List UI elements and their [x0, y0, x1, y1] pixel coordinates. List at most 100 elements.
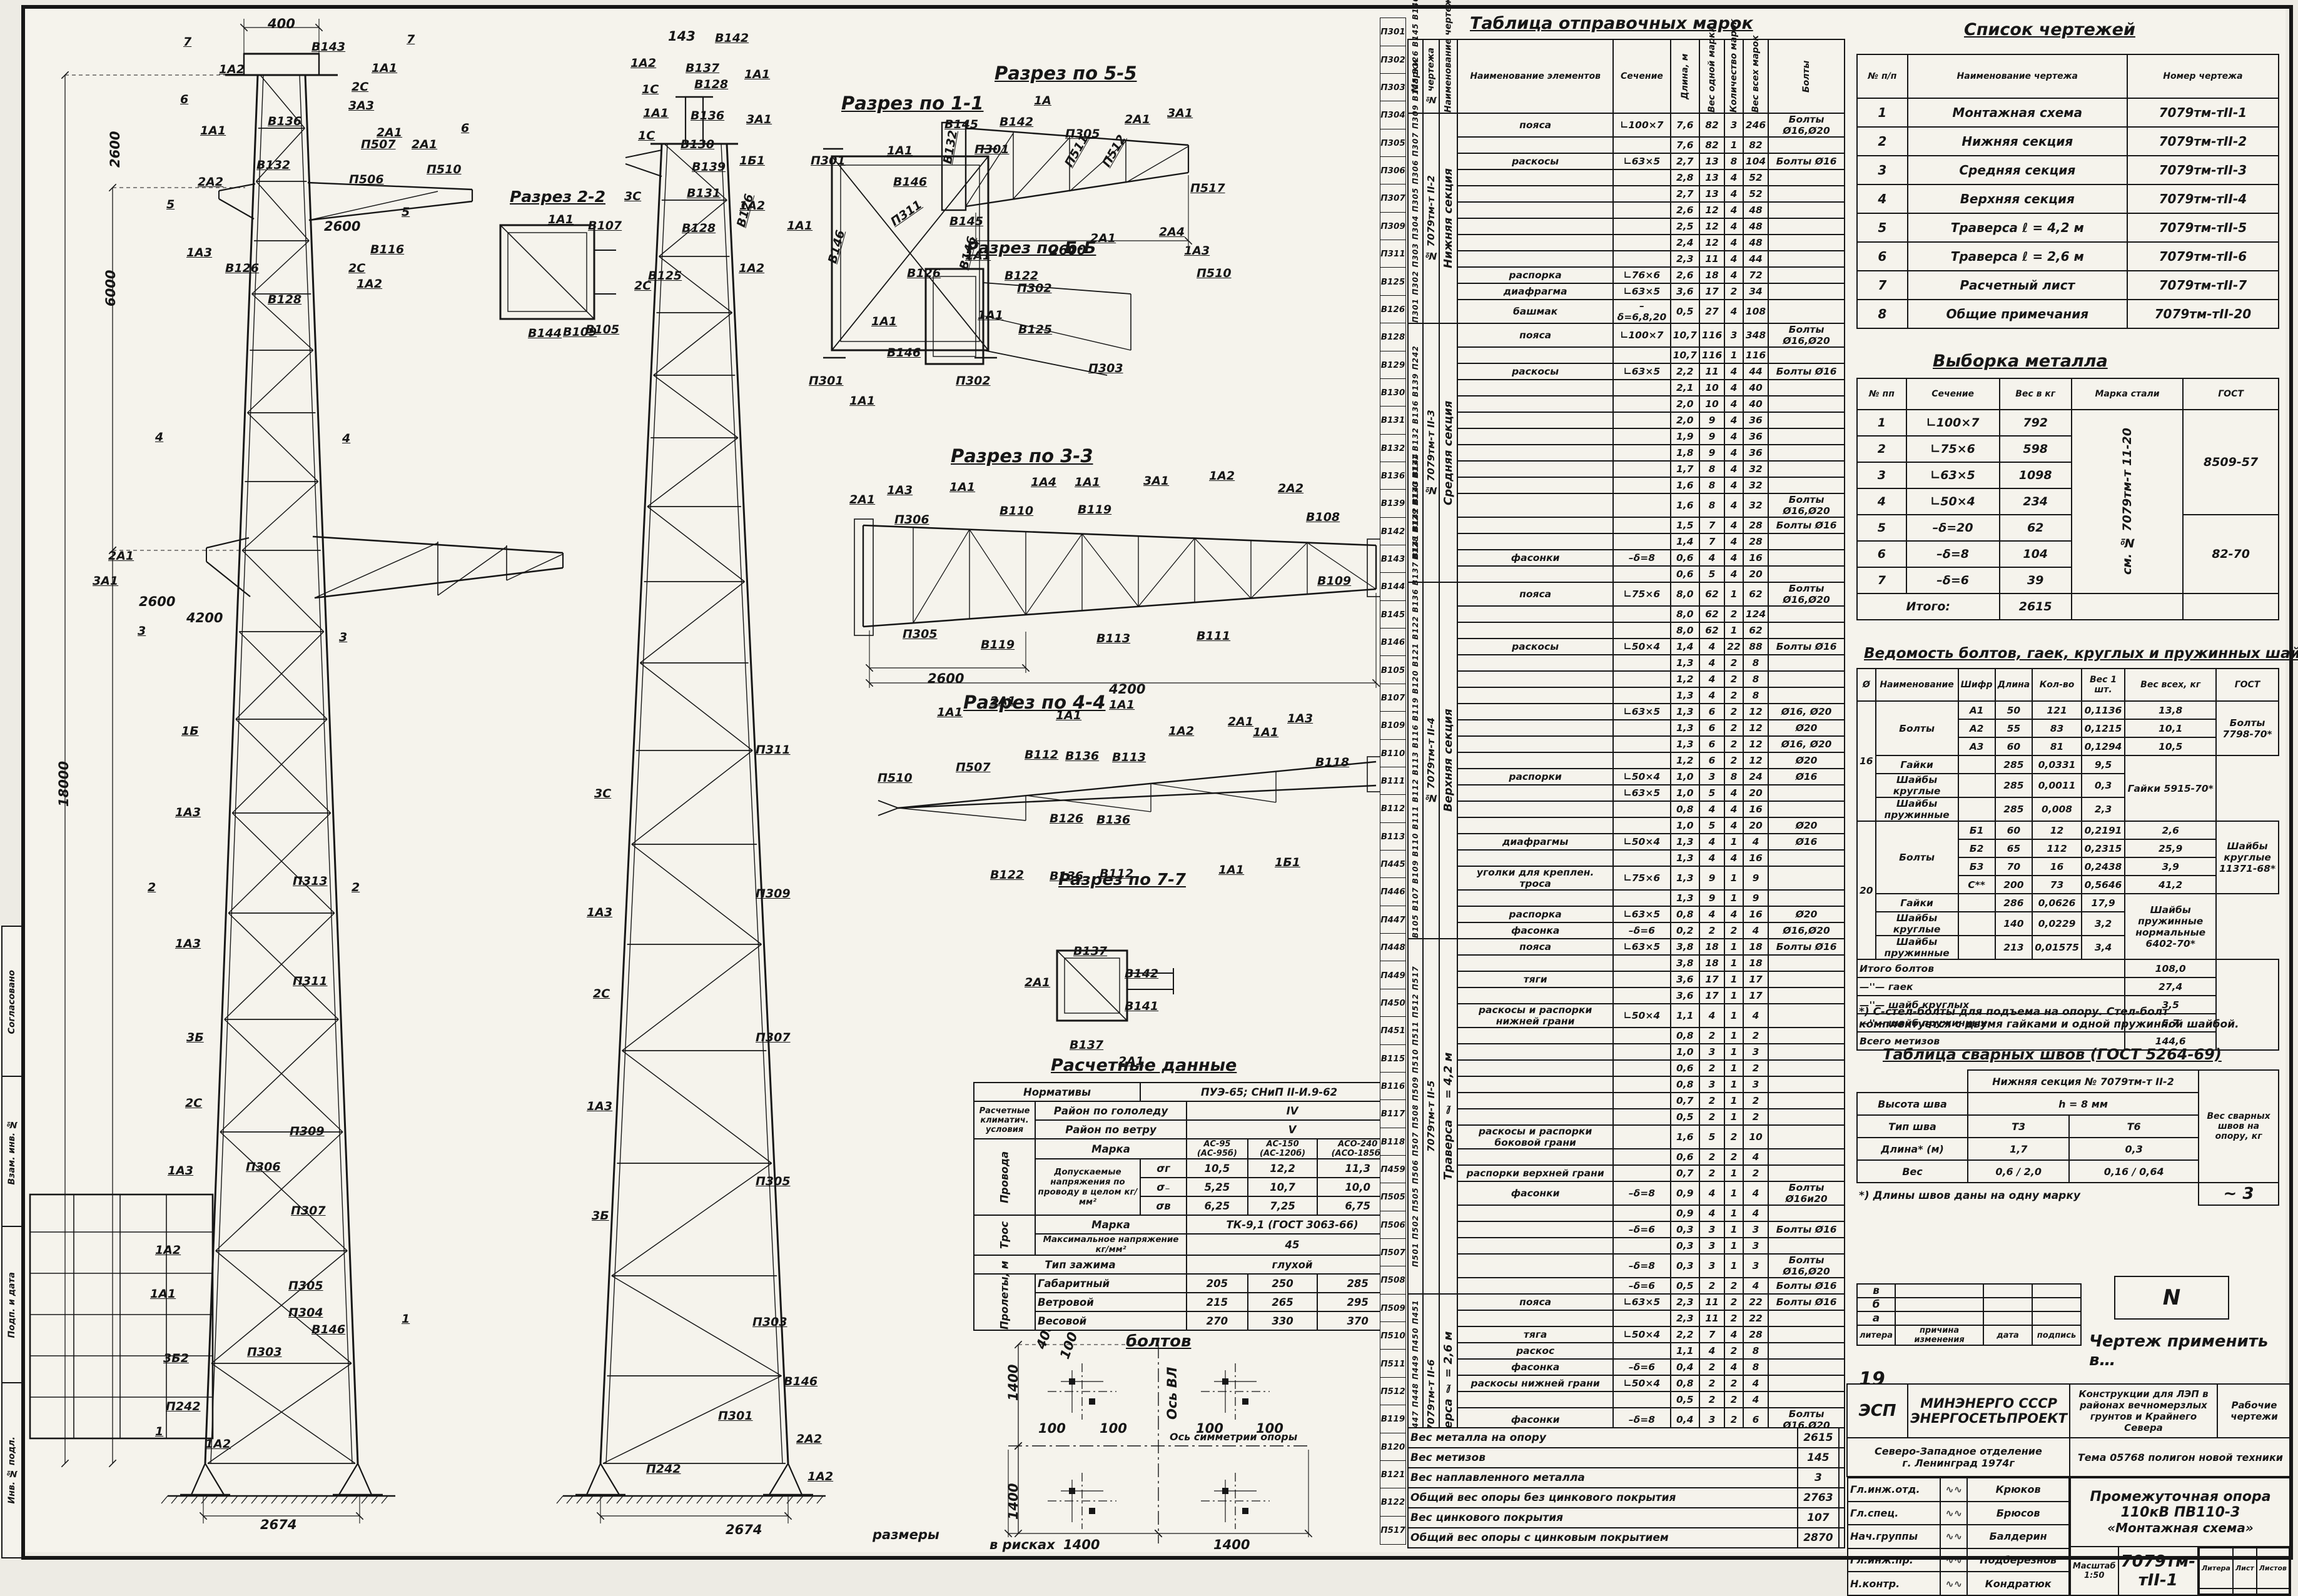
cell: 36	[1742, 444, 1769, 462]
cell	[1957, 755, 1996, 774]
mark-code: В125	[1380, 267, 1406, 296]
member-mark-label: 2А1	[377, 126, 403, 139]
cell: Ø16, Ø20	[1768, 703, 1845, 720]
cell: 6	[1698, 719, 1726, 737]
cell: 8	[1698, 477, 1726, 494]
cell: 20	[1742, 784, 1769, 802]
cell: 4	[1724, 201, 1744, 219]
member-mark-label: В131	[687, 186, 721, 200]
cell: № п/п	[1856, 54, 1908, 99]
mark-code: П450	[1380, 988, 1406, 1018]
cell: Всего метизов	[1856, 1031, 2126, 1051]
metal-table-title: Выборка металла	[1933, 351, 2108, 371]
cell: 7079тм-тII-3	[2126, 155, 2280, 185]
cell: 2	[1724, 719, 1744, 737]
cell: 22	[1742, 1293, 1769, 1311]
cell: 2	[1742, 1108, 1769, 1126]
cell: 108	[1742, 299, 1769, 324]
cell: 0,8	[1669, 1375, 1700, 1392]
cell: 3	[1742, 1253, 1769, 1278]
calc-vesovoj-label: Весовой	[1034, 1311, 1188, 1331]
cell: 8	[1742, 1358, 1769, 1376]
cell: 4	[1724, 218, 1744, 235]
cell: ∟100×7	[1612, 113, 1671, 138]
cell: 9	[1698, 889, 1726, 907]
cell: –δ=6	[1905, 567, 2000, 594]
member-mark-label: В113	[1096, 632, 1131, 645]
cell: Средняя секция	[1439, 323, 1457, 582]
cell	[1456, 752, 1614, 769]
member-mark-label: П311	[756, 743, 791, 757]
cell	[1768, 987, 1845, 1004]
cell: 4	[1698, 687, 1726, 704]
welds-total: ~ 3	[2198, 1182, 2279, 1206]
cell: 0,4	[1669, 1358, 1700, 1376]
cell: 7	[1698, 517, 1726, 534]
cell: Болты	[1875, 821, 1959, 894]
dimension-label: 4200	[186, 610, 223, 625]
cell: ∿∿	[1940, 1500, 1968, 1526]
cell: 0,7	[1669, 1092, 1700, 1109]
cell: 2	[1698, 922, 1726, 939]
cell: 11	[1698, 250, 1726, 268]
member-mark-label: 6	[180, 93, 189, 106]
member-mark-label: В136	[691, 109, 725, 123]
cell	[1768, 412, 1845, 429]
axis-sym-label: Ось симметрии опоры	[1170, 1431, 1298, 1443]
cell: 285	[1994, 797, 2033, 822]
member-mark-label: П302	[956, 374, 991, 388]
cell: 3,6	[1669, 987, 1700, 1004]
cell: 20	[1856, 821, 1876, 960]
cell: 16	[1742, 906, 1769, 923]
cell	[1768, 477, 1845, 494]
cell: 4	[1698, 670, 1726, 688]
cell: 7079тм-тII-7	[2126, 270, 2280, 300]
calc-climat-label: Расчетные климатич. условия	[973, 1101, 1036, 1139]
cell: 8,0	[1669, 582, 1700, 607]
tower-drawing-svg	[29, 19, 1385, 1543]
member-mark-label: П302	[1017, 281, 1052, 295]
cell: ∟63×5	[1612, 703, 1671, 720]
rev-row-b: б	[1856, 1297, 1896, 1312]
member-mark-label: 2А1	[1228, 715, 1254, 729]
cell: 2	[1698, 1108, 1726, 1126]
cell	[1612, 235, 1671, 251]
cell: 4	[1724, 379, 1744, 396]
cell: Гл.спец.	[1846, 1500, 1941, 1526]
cell: ∟50×4	[1612, 1326, 1671, 1343]
cell: 41,2	[2124, 875, 2217, 894]
cell	[1612, 347, 1671, 364]
cell: 2	[1724, 1375, 1744, 1392]
cell: 0,8	[1669, 1027, 1700, 1044]
cell: Кол-во	[2032, 668, 2082, 702]
cell: Шайбы круглые 11371-68*	[2215, 821, 2279, 894]
cell	[1456, 1149, 1614, 1166]
cell	[1768, 445, 1845, 462]
cell	[1456, 380, 1614, 396]
cell: Подберезнов	[1966, 1547, 2070, 1573]
cell: Ø16	[1768, 768, 1845, 785]
cell: 0,7	[1669, 1164, 1700, 1182]
cell: ∟63×5	[1612, 1293, 1671, 1311]
member-mark-label: В137	[686, 61, 720, 75]
cell: Болты Ø16	[1768, 363, 1845, 380]
cell: 28	[1742, 1326, 1769, 1343]
cell: 0,1136	[2080, 700, 2126, 720]
cell	[1768, 1109, 1845, 1126]
cell: 8	[1724, 768, 1744, 785]
sheet-code: 7079тм-тII-1	[2117, 1546, 2199, 1596]
calc-vetrovoj2: 265	[1247, 1292, 1319, 1312]
rev-row-v: в	[1856, 1283, 1896, 1298]
dimension-label: 100	[1100, 1421, 1127, 1436]
cell: Общий вес опоры с цинковым покрытием	[1407, 1527, 1799, 1548]
member-mark-label: В118	[1315, 755, 1350, 769]
cell: 3,4	[2080, 935, 2126, 960]
cell: 4	[1698, 654, 1726, 672]
cell: 1,0	[1669, 768, 1700, 785]
member-mark-label: 3А1	[746, 113, 772, 126]
cell: 2	[1724, 1124, 1744, 1149]
cell: 20	[1742, 565, 1769, 583]
cell: 24	[1742, 768, 1769, 785]
cell: 1	[1724, 1108, 1744, 1126]
cell: 7079тм-тII-1	[2126, 98, 2280, 128]
